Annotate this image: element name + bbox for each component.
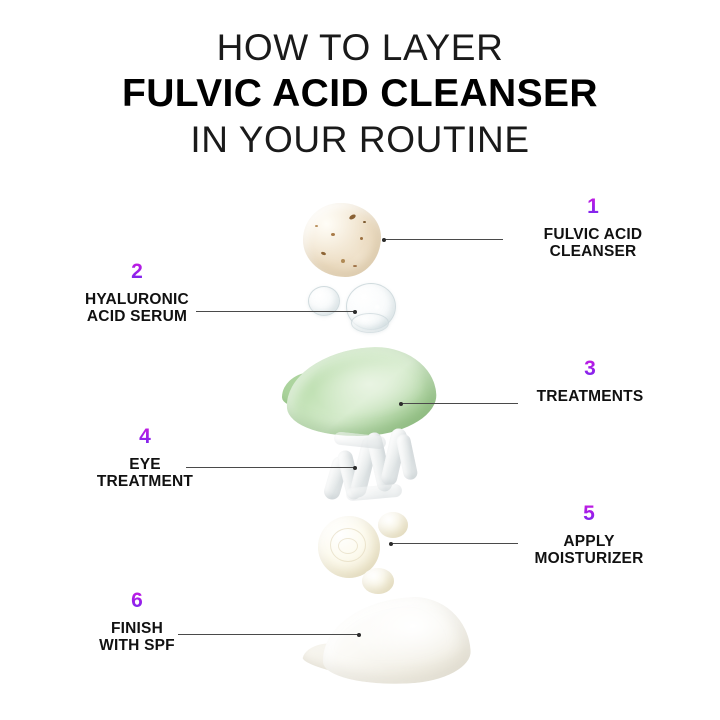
step-number-2: 2: [42, 261, 232, 283]
leader-line-step-1: [382, 237, 503, 242]
step-number-1: 1: [498, 196, 688, 218]
scrub-blob-swatch: [303, 203, 381, 277]
step-label-3: TREATMENTS: [536, 388, 644, 405]
step-label-2: HYALURONIC ACID SERUM: [85, 291, 189, 325]
moisturizer-drop-small-top: [378, 512, 408, 538]
step-text-3: 3 TREATMENTS: [494, 358, 686, 406]
step-text-5: 5 APPLY MOISTURIZER: [492, 503, 686, 567]
step-text-1: 1 FULVIC ACID CLEANSER: [498, 196, 688, 260]
green-cream-shape: [283, 342, 439, 442]
leader-line-step-3: [399, 401, 518, 406]
title-line-3: IN YOUR ROUTINE: [190, 119, 530, 160]
leader-line-step-6: [178, 632, 361, 637]
leader-line-step-2: [196, 309, 357, 314]
scrub-blob-shape: [303, 203, 381, 277]
spf-teardrop-shape: [319, 594, 473, 688]
step-label-5: APPLY MOISTURIZER: [534, 533, 644, 567]
gel-droplet-spread: [351, 313, 389, 333]
moisturizer-drop-large: [318, 516, 380, 578]
leader-line-step-4: [186, 465, 357, 470]
spf-teardrop-swatch: [301, 594, 473, 694]
leader-line-step-5: [389, 541, 518, 546]
ivory-droplets-swatch: [318, 508, 428, 598]
step-text-2: 2 HYALURONIC ACID SERUM: [42, 261, 232, 325]
step-text-4: 4 EYE TREATMENT: [50, 426, 240, 490]
step-label-1: FULVIC ACID CLEANSER: [543, 226, 643, 260]
green-cream-swatch: [282, 342, 439, 442]
step-label-4: EYE TREATMENT: [96, 456, 194, 490]
step-number-6: 6: [42, 590, 232, 612]
moisturizer-drop-small-bottom: [362, 568, 394, 594]
title-line-2: FULVIC ACID CLEANSER: [122, 72, 598, 115]
step-text-6: 6 FINISH WITH SPF: [42, 590, 232, 654]
step-number-4: 4: [50, 426, 240, 448]
title-line-1: HOW TO LAYER: [216, 27, 504, 68]
step-label-6: FINISH WITH SPF: [99, 620, 175, 654]
step-number-3: 3: [494, 358, 686, 380]
step-number-5: 5: [492, 503, 686, 525]
page-title: HOW TO LAYER FULVIC ACID CLEANSER IN YOU…: [0, 26, 720, 162]
